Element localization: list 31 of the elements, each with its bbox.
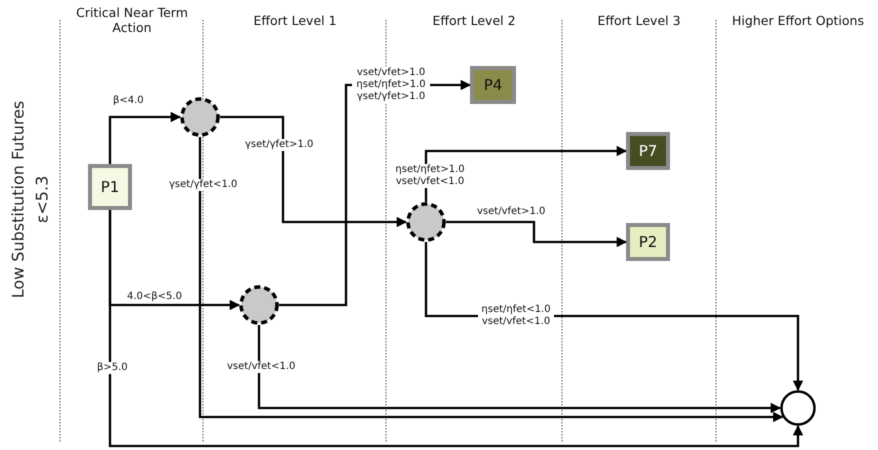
arrow — [446, 220, 628, 248]
edge-label: 4.0<β<5.0 — [126, 291, 183, 303]
arrow — [220, 116, 408, 228]
arrow — [108, 112, 182, 164]
decision-circle — [239, 285, 279, 325]
pathway-box: P1 — [88, 164, 132, 210]
edge-label: vset/vfet<1.0 — [226, 361, 296, 373]
edge-label: vset/vfet>1.0 ηset/ηfet>1.0 γset/γfet>1.0 — [352, 67, 430, 103]
pathway-box: P7 — [626, 132, 670, 170]
edge-label: β>5.0 — [96, 362, 129, 374]
column-header: Effort Level 1 — [252, 13, 338, 28]
column-header: Effort Level 2 — [431, 13, 517, 28]
decision-circle — [406, 202, 446, 242]
arrow — [198, 137, 784, 422]
arrow — [108, 210, 804, 448]
arrow — [258, 325, 782, 414]
pathway-box: P4 — [470, 66, 516, 104]
edge-label: vset/vfet>1.0 — [476, 206, 546, 218]
column-header: Effort Level 3 — [596, 13, 682, 28]
row-label: ε<5.3 — [32, 174, 52, 226]
edge-label: ηset/ηfet<1.0 vset/vfet<1.0 — [478, 304, 554, 328]
column-header: Critical Near Term Action — [75, 5, 189, 35]
edge-label: γset/γfet>1.0 — [244, 139, 314, 151]
column-header: Higher Effort Options — [731, 13, 865, 28]
decision-circle — [180, 97, 220, 137]
arrow — [424, 146, 628, 202]
edge-label: γset/γfet<1.0 — [168, 179, 238, 191]
pathway-box: P2 — [626, 223, 670, 261]
end-circle — [780, 390, 816, 426]
edge-label: β<4.0 — [112, 95, 145, 107]
row-label: Low Substitution Futures — [8, 100, 28, 300]
